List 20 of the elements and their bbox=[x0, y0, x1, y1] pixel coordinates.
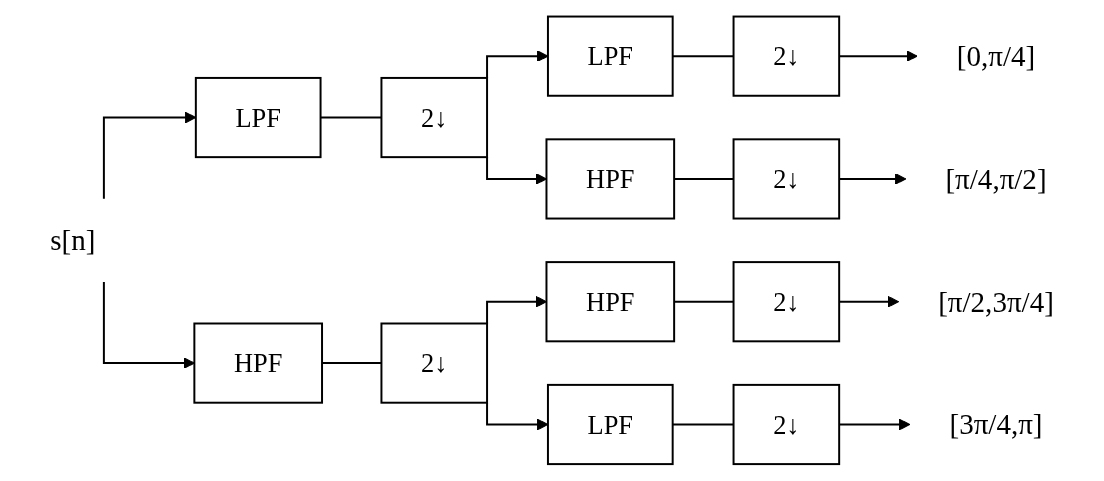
node-box: 2↓ bbox=[380, 77, 489, 159]
node-text: [π/4,π/2] bbox=[945, 162, 1047, 196]
node-text: s[n] bbox=[50, 223, 96, 257]
node-box: 2↓ bbox=[380, 322, 489, 404]
arrow bbox=[486, 296, 547, 325]
node-box: 2↓ bbox=[732, 261, 841, 343]
node-box: LPF bbox=[194, 77, 322, 159]
node-box: HPF bbox=[193, 322, 323, 404]
arrow bbox=[486, 156, 547, 185]
node-text: [π/2,3π/4] bbox=[938, 285, 1054, 319]
node-box: LPF bbox=[546, 15, 674, 97]
node-box: HPF bbox=[545, 261, 676, 343]
node-box: 2↓ bbox=[732, 138, 841, 220]
node-box: HPF bbox=[545, 138, 676, 220]
arrow bbox=[102, 281, 195, 370]
node-text: [0,π/4] bbox=[956, 39, 1036, 73]
node-box: 2↓ bbox=[732, 384, 841, 466]
node-box: LPF bbox=[546, 384, 674, 466]
node-box: 2↓ bbox=[732, 15, 841, 97]
node-text: [3π/4,π] bbox=[949, 408, 1043, 442]
